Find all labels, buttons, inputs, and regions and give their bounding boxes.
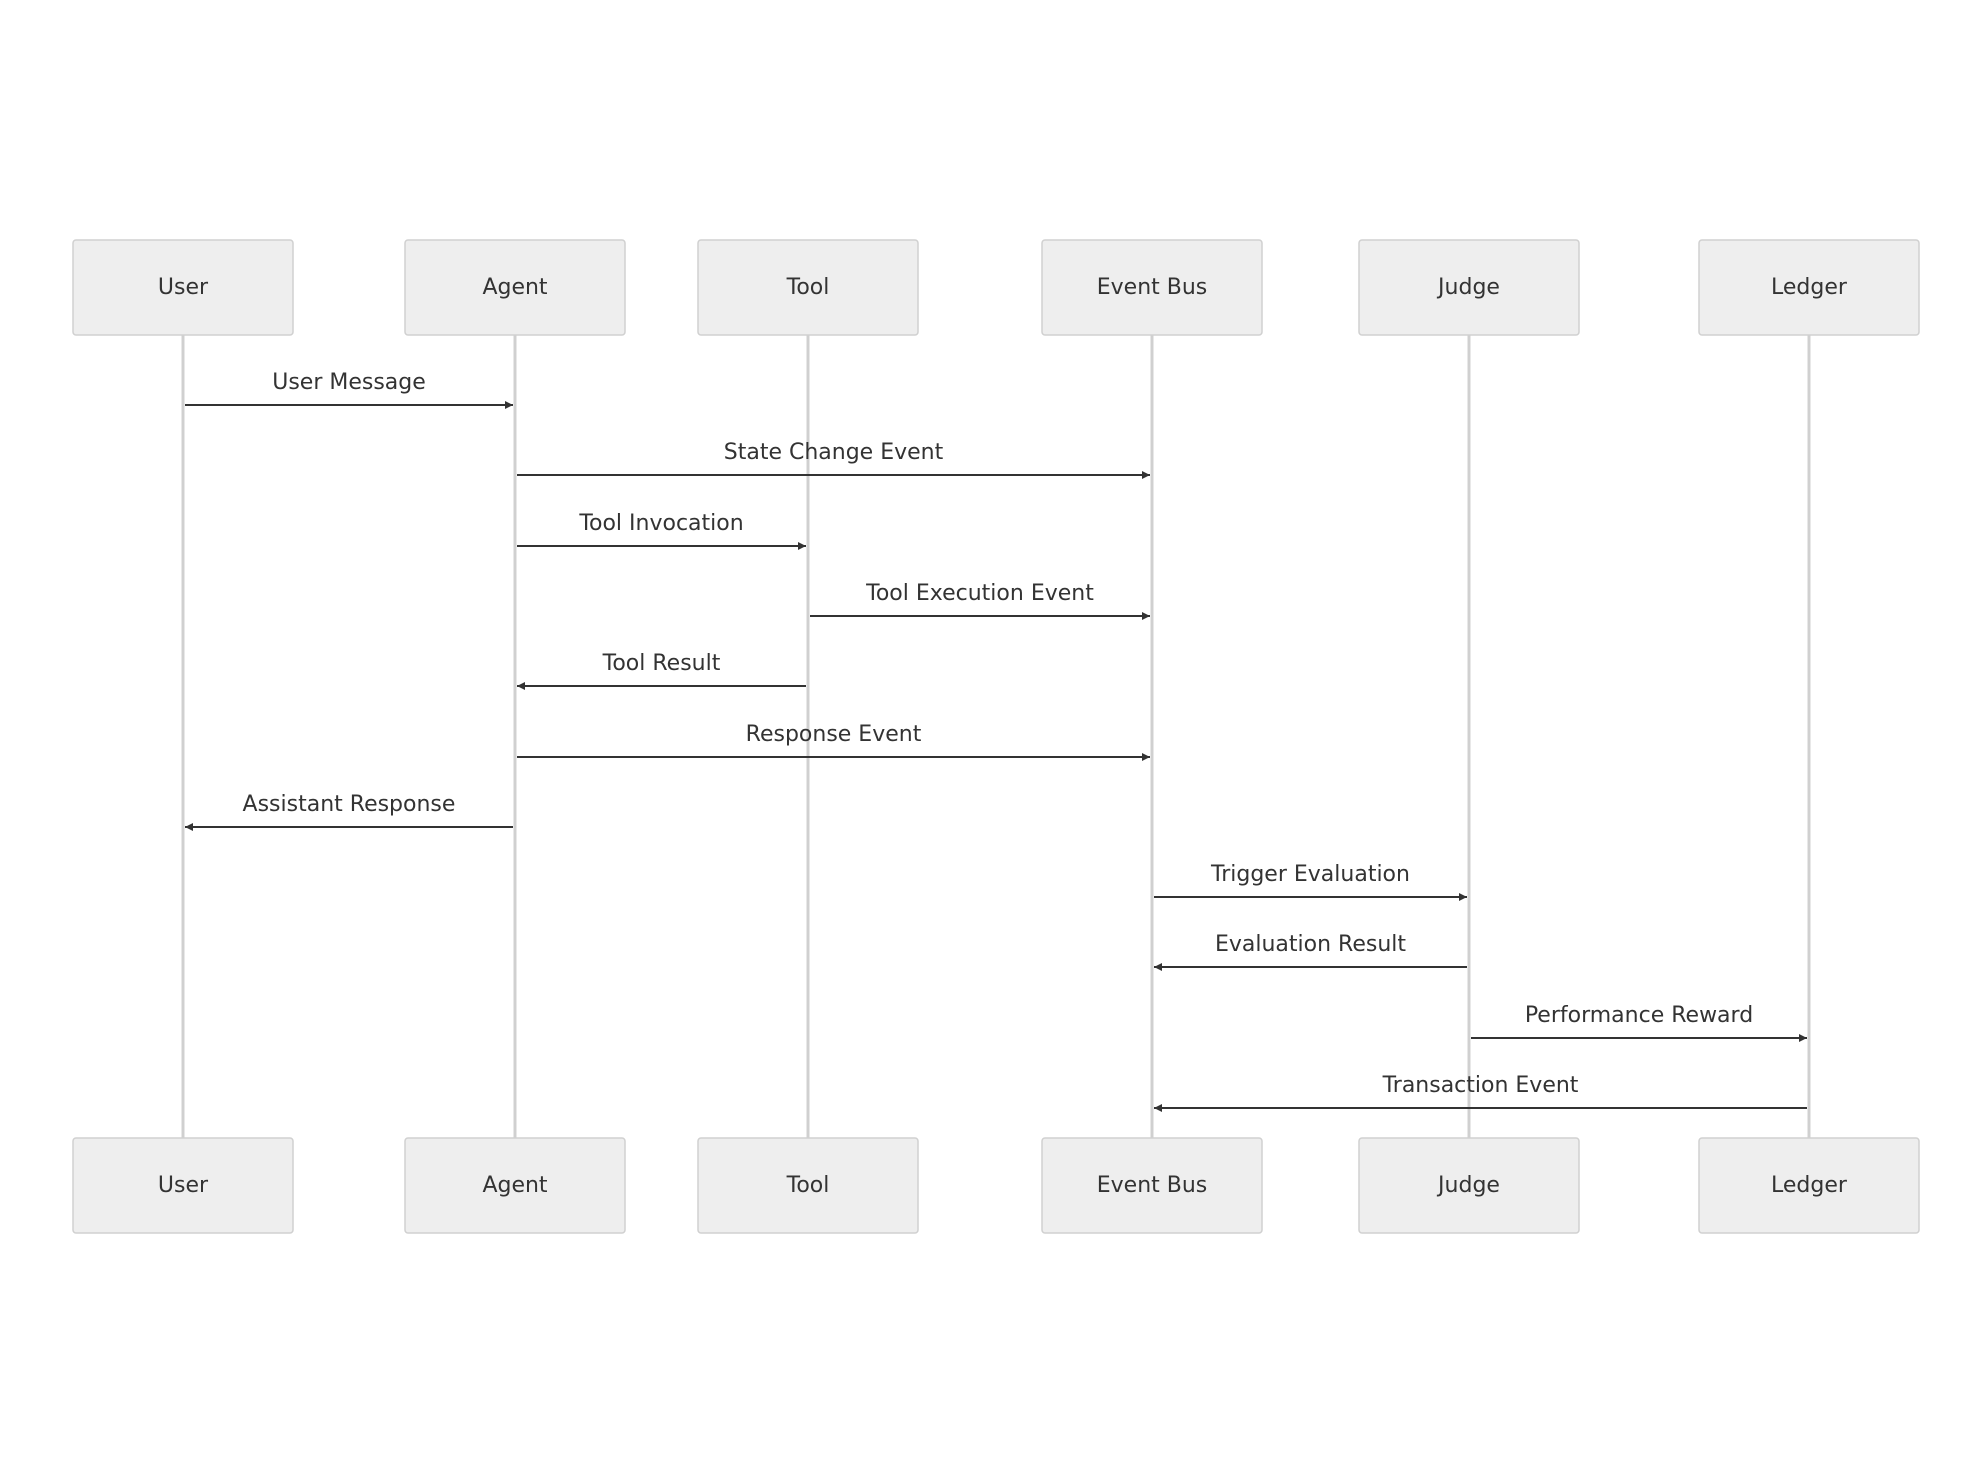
actor-agent-top: Agent (404, 239, 626, 336)
message-label: Response Event (746, 722, 922, 747)
actor-box (404, 239, 626, 336)
actor-box (72, 239, 294, 336)
message-tool-invocation: Tool Invocation (517, 511, 806, 550)
actor-box (404, 1137, 626, 1234)
actor-label: Ledger (1771, 275, 1848, 300)
actor-label: Tool (786, 1173, 830, 1198)
message-label: Trigger Evaluation (1210, 862, 1410, 887)
actor-label: Ledger (1771, 1173, 1848, 1198)
actor-box (1041, 1137, 1263, 1234)
actor-box (1041, 239, 1263, 336)
actor-event-bus-bottom: Event Bus (1041, 1137, 1263, 1234)
message-response-event: Response Event (517, 722, 1150, 761)
actor-user-top: User (72, 239, 294, 336)
actor-box (1358, 239, 1580, 336)
actor-agent-bottom: Agent (404, 1137, 626, 1234)
message-tool-execution-event: Tool Execution Event (810, 581, 1150, 620)
message-label: Tool Execution Event (865, 581, 1094, 606)
message-label: Assistant Response (243, 792, 456, 817)
actor-judge-top: Judge (1358, 239, 1580, 336)
message-label: State Change Event (724, 440, 944, 465)
actor-ledger-top: Ledger (1698, 239, 1920, 336)
actor-label: User (158, 1173, 209, 1198)
actor-ledger-bottom: Ledger (1698, 1137, 1920, 1234)
actor-box (1698, 1137, 1920, 1234)
actor-label: Tool (786, 275, 830, 300)
message-label: User Message (272, 370, 426, 395)
actor-tool-bottom: Tool (697, 1137, 919, 1234)
actor-box (1698, 239, 1920, 336)
actor-box (1358, 1137, 1580, 1234)
actor-label: Judge (1436, 275, 1500, 300)
message-user-message: User Message (185, 370, 513, 409)
actor-label: User (158, 275, 209, 300)
actor-label: Agent (482, 275, 547, 300)
actor-tool-top: Tool (697, 239, 919, 336)
actor-box (72, 1137, 294, 1234)
message-performance-reward: Performance Reward (1471, 1003, 1807, 1042)
message-evaluation-result: Evaluation Result (1154, 932, 1467, 971)
actor-box (697, 1137, 919, 1234)
message-label: Performance Reward (1525, 1003, 1753, 1028)
actor-box (697, 239, 919, 336)
actor-label: Event Bus (1097, 275, 1208, 300)
lifelines (181, 335, 1811, 1138)
message-trigger-evaluation: Trigger Evaluation (1154, 862, 1467, 901)
actor-event-bus-top: Event Bus (1041, 239, 1263, 336)
message-label: Tool Result (602, 651, 721, 676)
message-assistant-response: Assistant Response (185, 792, 513, 831)
message-transaction-event: Transaction Event (1154, 1073, 1807, 1112)
message-label: Evaluation Result (1215, 932, 1406, 957)
message-label: Tool Invocation (578, 511, 743, 536)
actor-label: Judge (1436, 1173, 1500, 1198)
actor-label: Event Bus (1097, 1173, 1208, 1198)
actor-label: Agent (482, 1173, 547, 1198)
message-state-change-event: State Change Event (517, 440, 1150, 479)
actor-judge-bottom: Judge (1358, 1137, 1580, 1234)
message-label: Transaction Event (1382, 1073, 1579, 1098)
actor-user-bottom: User (72, 1137, 294, 1234)
message-tool-result: Tool Result (517, 651, 806, 690)
